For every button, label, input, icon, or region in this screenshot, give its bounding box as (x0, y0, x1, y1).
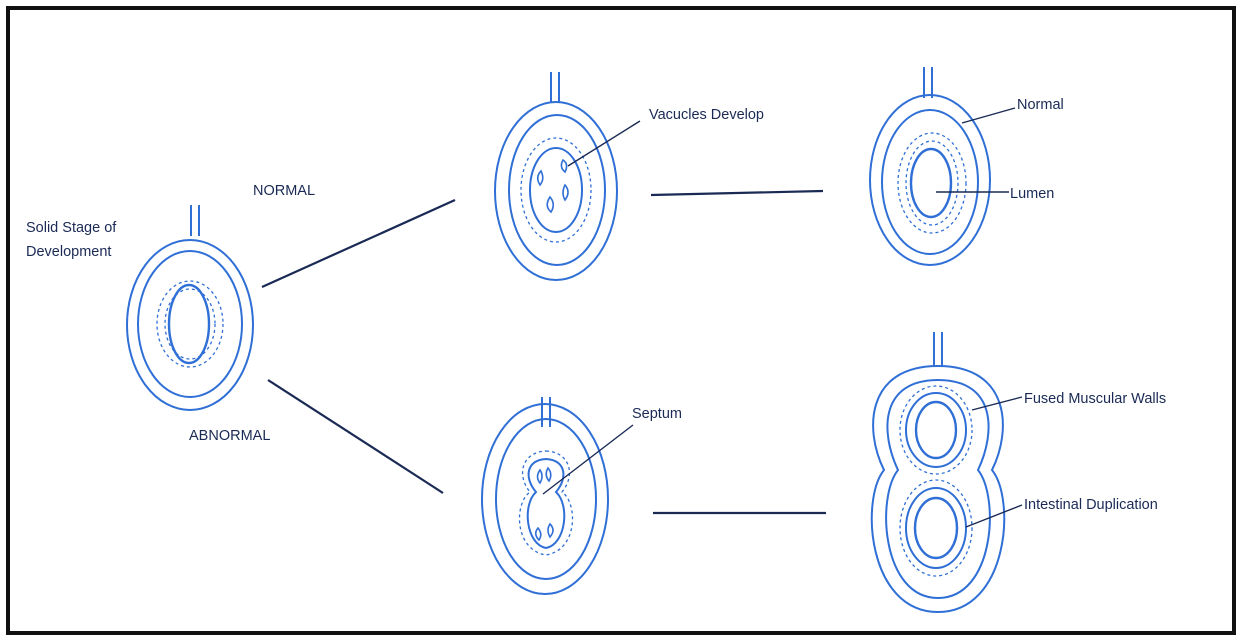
duplication-label: Intestinal Duplication (1024, 497, 1158, 513)
vacuoles-leader (568, 121, 640, 166)
normal-path-label: NORMAL (253, 183, 315, 199)
solid-stage-cross-section (127, 205, 253, 410)
normal-result-label: Normal (1017, 97, 1064, 113)
duplication-leader (966, 505, 1022, 527)
solid-stage-label-line2: Development (26, 244, 111, 260)
solid-stage-label-line1: Solid Stage of (26, 220, 117, 236)
lumen-stage-cross-section (870, 67, 990, 265)
septum-label: Septum (632, 406, 682, 422)
normal-progress-line (651, 191, 823, 195)
duplication-stage-cross-section (872, 332, 1004, 612)
vacuoles-label: Vacucles Develop (649, 107, 764, 123)
lumen-label: Lumen (1010, 186, 1054, 202)
abnormal-branch-line (268, 380, 443, 493)
septum-stage-cross-section (482, 397, 608, 594)
vacuole-stage-cross-section (495, 72, 617, 280)
septum-leader (543, 425, 633, 494)
connector-lines (262, 191, 826, 513)
normal-branch-line (262, 200, 455, 287)
fused-walls-label: Fused Muscular Walls (1024, 391, 1166, 407)
abnormal-path-label: ABNORMAL (189, 428, 270, 444)
